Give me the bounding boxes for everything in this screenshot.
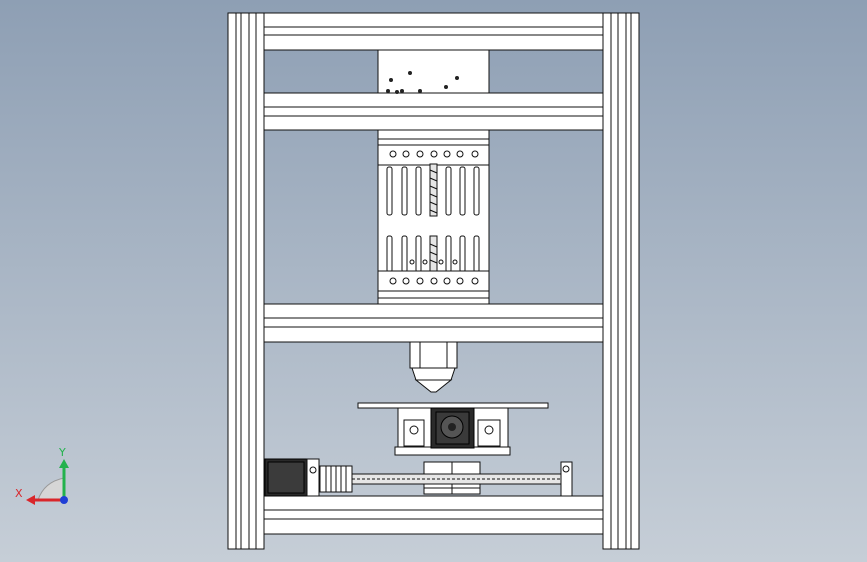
top-beam	[263, 12, 604, 51]
z-axis-carriage	[377, 129, 490, 305]
print-nozzle	[409, 341, 458, 393]
middle-crossbeam	[263, 303, 604, 343]
right-aluminum-post	[602, 12, 640, 550]
platform-stepper-motor	[430, 407, 475, 449]
y-lead-screw	[351, 473, 565, 485]
lower-guide-rods	[386, 235, 480, 273]
left-aluminum-post	[227, 12, 265, 550]
end-bearing-block	[560, 461, 573, 497]
y-axis-label: Y	[58, 446, 66, 459]
y-axis-arrowhead	[59, 459, 69, 468]
z-lead-screw	[429, 163, 438, 217]
top-clamp-holes	[389, 150, 479, 158]
top-mount-plate	[377, 49, 490, 94]
z-axis-dot	[60, 496, 68, 504]
upper-guide-rods	[386, 166, 480, 216]
coordinate-triad[interactable]: Y X	[15, 446, 69, 505]
y-stepper-motor	[264, 458, 320, 497]
upper-crossbeam	[263, 92, 604, 131]
x-axis-arrowhead	[26, 495, 35, 505]
bottom-beam	[263, 495, 604, 535]
x-axis-label: X	[15, 487, 23, 500]
shaft-coupler	[319, 465, 353, 493]
bottom-clamp-holes	[389, 277, 479, 285]
